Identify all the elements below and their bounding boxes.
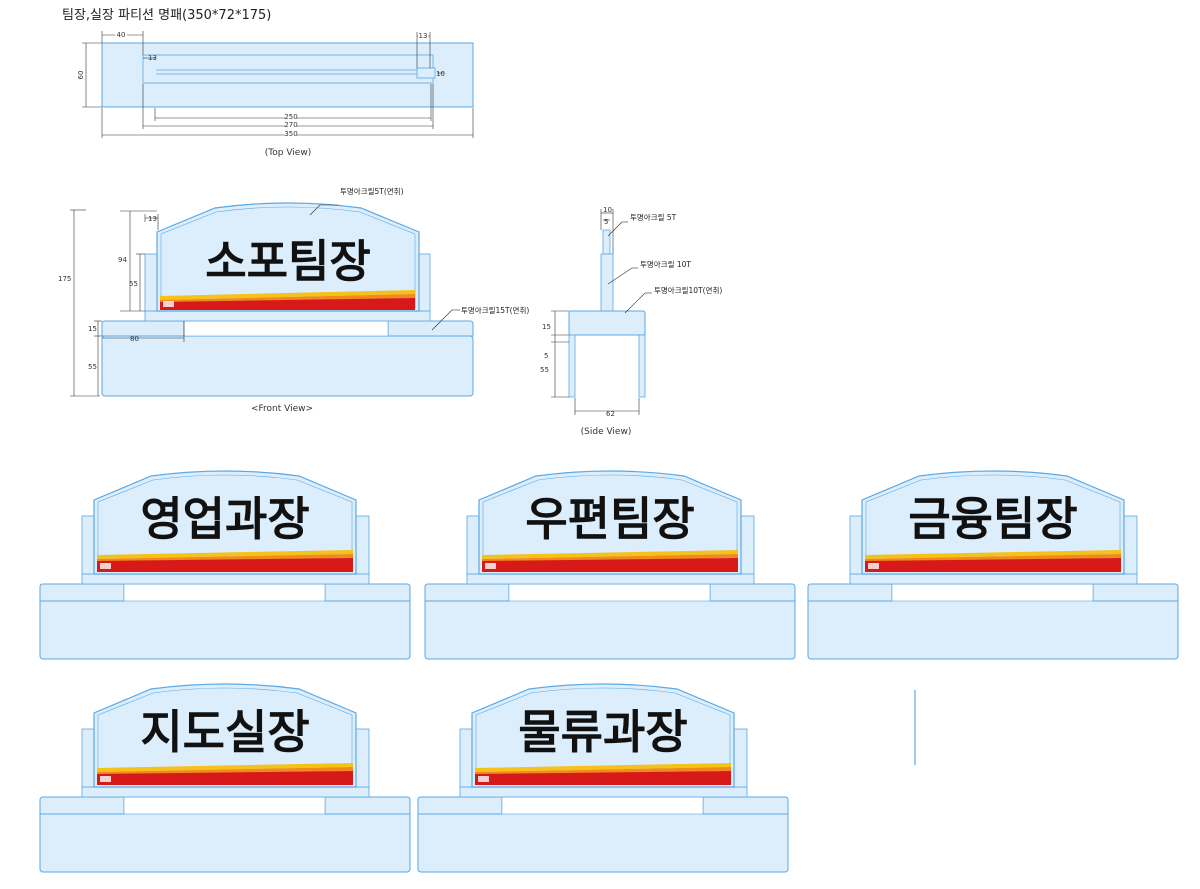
dim-label: 5	[544, 352, 548, 360]
sign-card: 물류과장	[417, 683, 789, 873]
side-note-1: 투명아크릴 5T	[630, 212, 677, 222]
dim-label: 62	[606, 410, 615, 418]
front-note-top: 투명아크릴5T(면취)	[340, 186, 404, 196]
side-view-caption: (Side View)	[581, 427, 632, 437]
front-view: 소포팀장 투명아크릴5T(면취) 투명아크릴15T(면취) 175 94 13 …	[58, 186, 529, 414]
sign-card: 영업과장	[39, 470, 411, 660]
dim-label: 13	[148, 215, 157, 223]
front-sign-text: 소포팀장	[205, 235, 371, 288]
dim-label: 94	[118, 256, 127, 264]
dim-label: 5	[604, 218, 608, 226]
dim-label: 15	[88, 325, 97, 333]
dim-label: 15	[542, 323, 551, 331]
dim-label: 10	[603, 206, 612, 214]
dim-label: 13	[419, 32, 428, 40]
sign-text: 우편팀장	[525, 492, 694, 546]
front-base-lower	[101, 335, 474, 397]
side-note-2: 투명아크릴 10T	[640, 259, 691, 269]
side-note-3: 투명아크릴10T(면취)	[654, 285, 722, 295]
drawing-title: 팀장,실장 파티션 명패(350*72*175)	[62, 8, 272, 23]
dim-label: 55	[88, 363, 97, 371]
dim-label: 270	[284, 121, 297, 129]
dim-label: 350	[284, 130, 297, 138]
top-view: 40 13 13 10 60 250 270 350 (Top View)	[77, 31, 474, 158]
sign-text: 금융팀장	[908, 492, 1077, 546]
side-view: 10 5 투명아크릴 5T 투명아크릴 10T 투명아크릴10T(면취) 15 …	[540, 206, 722, 437]
sign-text: 지도실장	[140, 705, 309, 759]
sign-card: 금융팀장	[807, 470, 1179, 660]
top-view-upright	[142, 54, 434, 84]
dim-label: 175	[58, 275, 71, 283]
dim-label: 80	[130, 335, 139, 343]
front-note-base: 투명아크릴15T(면취)	[461, 305, 529, 315]
dim-label: 55	[129, 280, 138, 288]
dim-label: 13	[148, 54, 157, 62]
sign-text: 물류과장	[518, 705, 687, 759]
front-view-caption: <Front View>	[251, 404, 313, 414]
dim-label: 250	[284, 113, 297, 121]
sign-card: 지도실장	[39, 683, 411, 873]
dim-label: 40	[117, 31, 126, 39]
dim-label: 10	[436, 70, 445, 78]
top-view-caption: (Top View)	[265, 148, 311, 158]
sign-text: 영업과장	[140, 492, 309, 546]
dim-label: 55	[540, 366, 549, 374]
dim-label: 60	[77, 71, 85, 80]
sign-card: 우편팀장	[424, 470, 796, 660]
